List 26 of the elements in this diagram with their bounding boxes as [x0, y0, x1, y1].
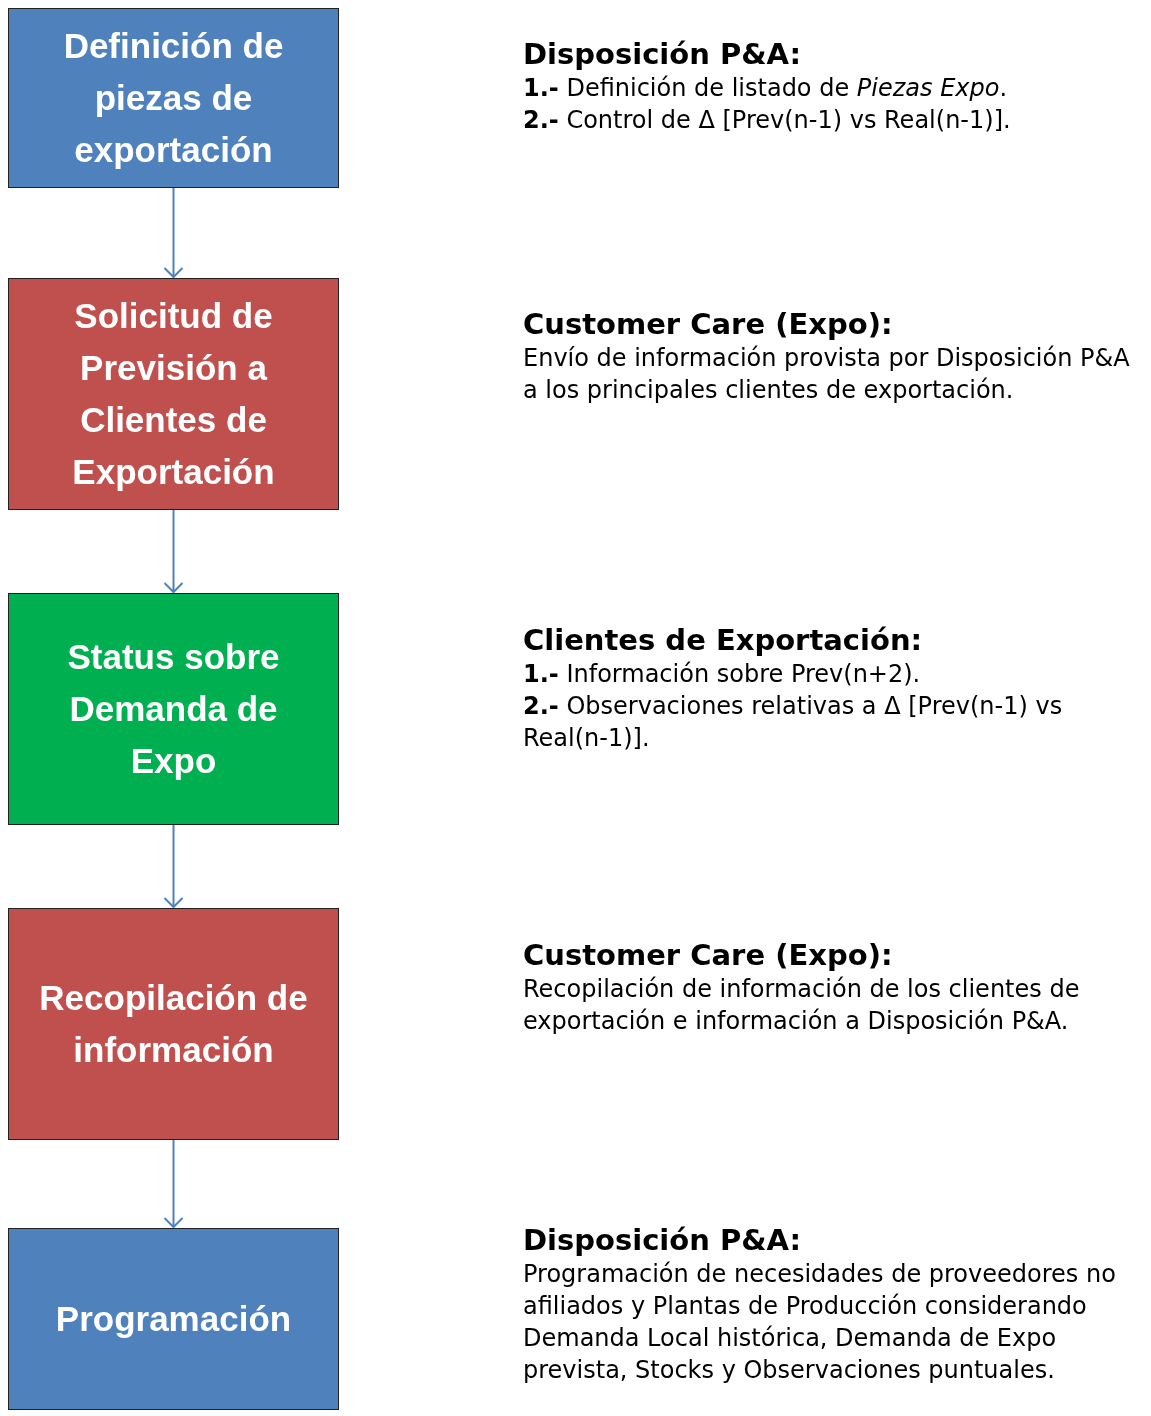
- box-label: Programación: [55, 1298, 292, 1340]
- process-box: [8, 1228, 339, 1410]
- description-heading: Customer Care (Expo):: [523, 306, 894, 342]
- box-label: Definición de piezas de exportación: [62, 25, 285, 171]
- arrow: [163, 1139, 184, 1228]
- process-box: [8, 908, 339, 1140]
- description-text: 2.- Observaciones relativas a Δ [Prev(n-1) vs Real(n-1)].: [523, 691, 1064, 754]
- description-heading: Customer Care (Expo):: [523, 937, 894, 973]
- description-text: Programación de necesidades de proveedores no afiliados y Plantas de Producción considerando Demanda Local histórica, Demanda de Expo prevista, Stocks y Observaciones puntuales.: [523, 1259, 1117, 1386]
- description-text: Envío de información provista por Disposición P&A a los principales clientes de exportación.: [523, 343, 1131, 406]
- process-box: [8, 593, 339, 825]
- description-text: 1.- Definición de listado de Piezas Expo.: [523, 73, 1009, 104]
- arrow: [163, 509, 184, 593]
- description-heading: Disposición P&A:: [523, 36, 803, 72]
- description-text: Recopilación de información de los clientes de exportación e información a Disposición P&A.: [523, 974, 1081, 1037]
- description-text: 1.- Información sobre Prev(n+2).: [523, 659, 922, 690]
- description-heading: Disposición P&A:: [523, 1222, 803, 1258]
- process-box: [8, 278, 339, 510]
- arrow: [163, 824, 184, 908]
- box-label: Recopilación de información: [38, 977, 309, 1071]
- process-box: [8, 8, 339, 188]
- arrow: [163, 187, 184, 278]
- description-text: 2.- Control de Δ [Prev(n-1) vs Real(n-1)].: [523, 105, 1012, 136]
- box-label: Status sobre Demanda de Expo: [66, 636, 281, 782]
- box-label: Solicitud de Previsión a Clientes de Exportación: [71, 295, 276, 493]
- description-heading: Clientes de Exportación:: [523, 622, 924, 658]
